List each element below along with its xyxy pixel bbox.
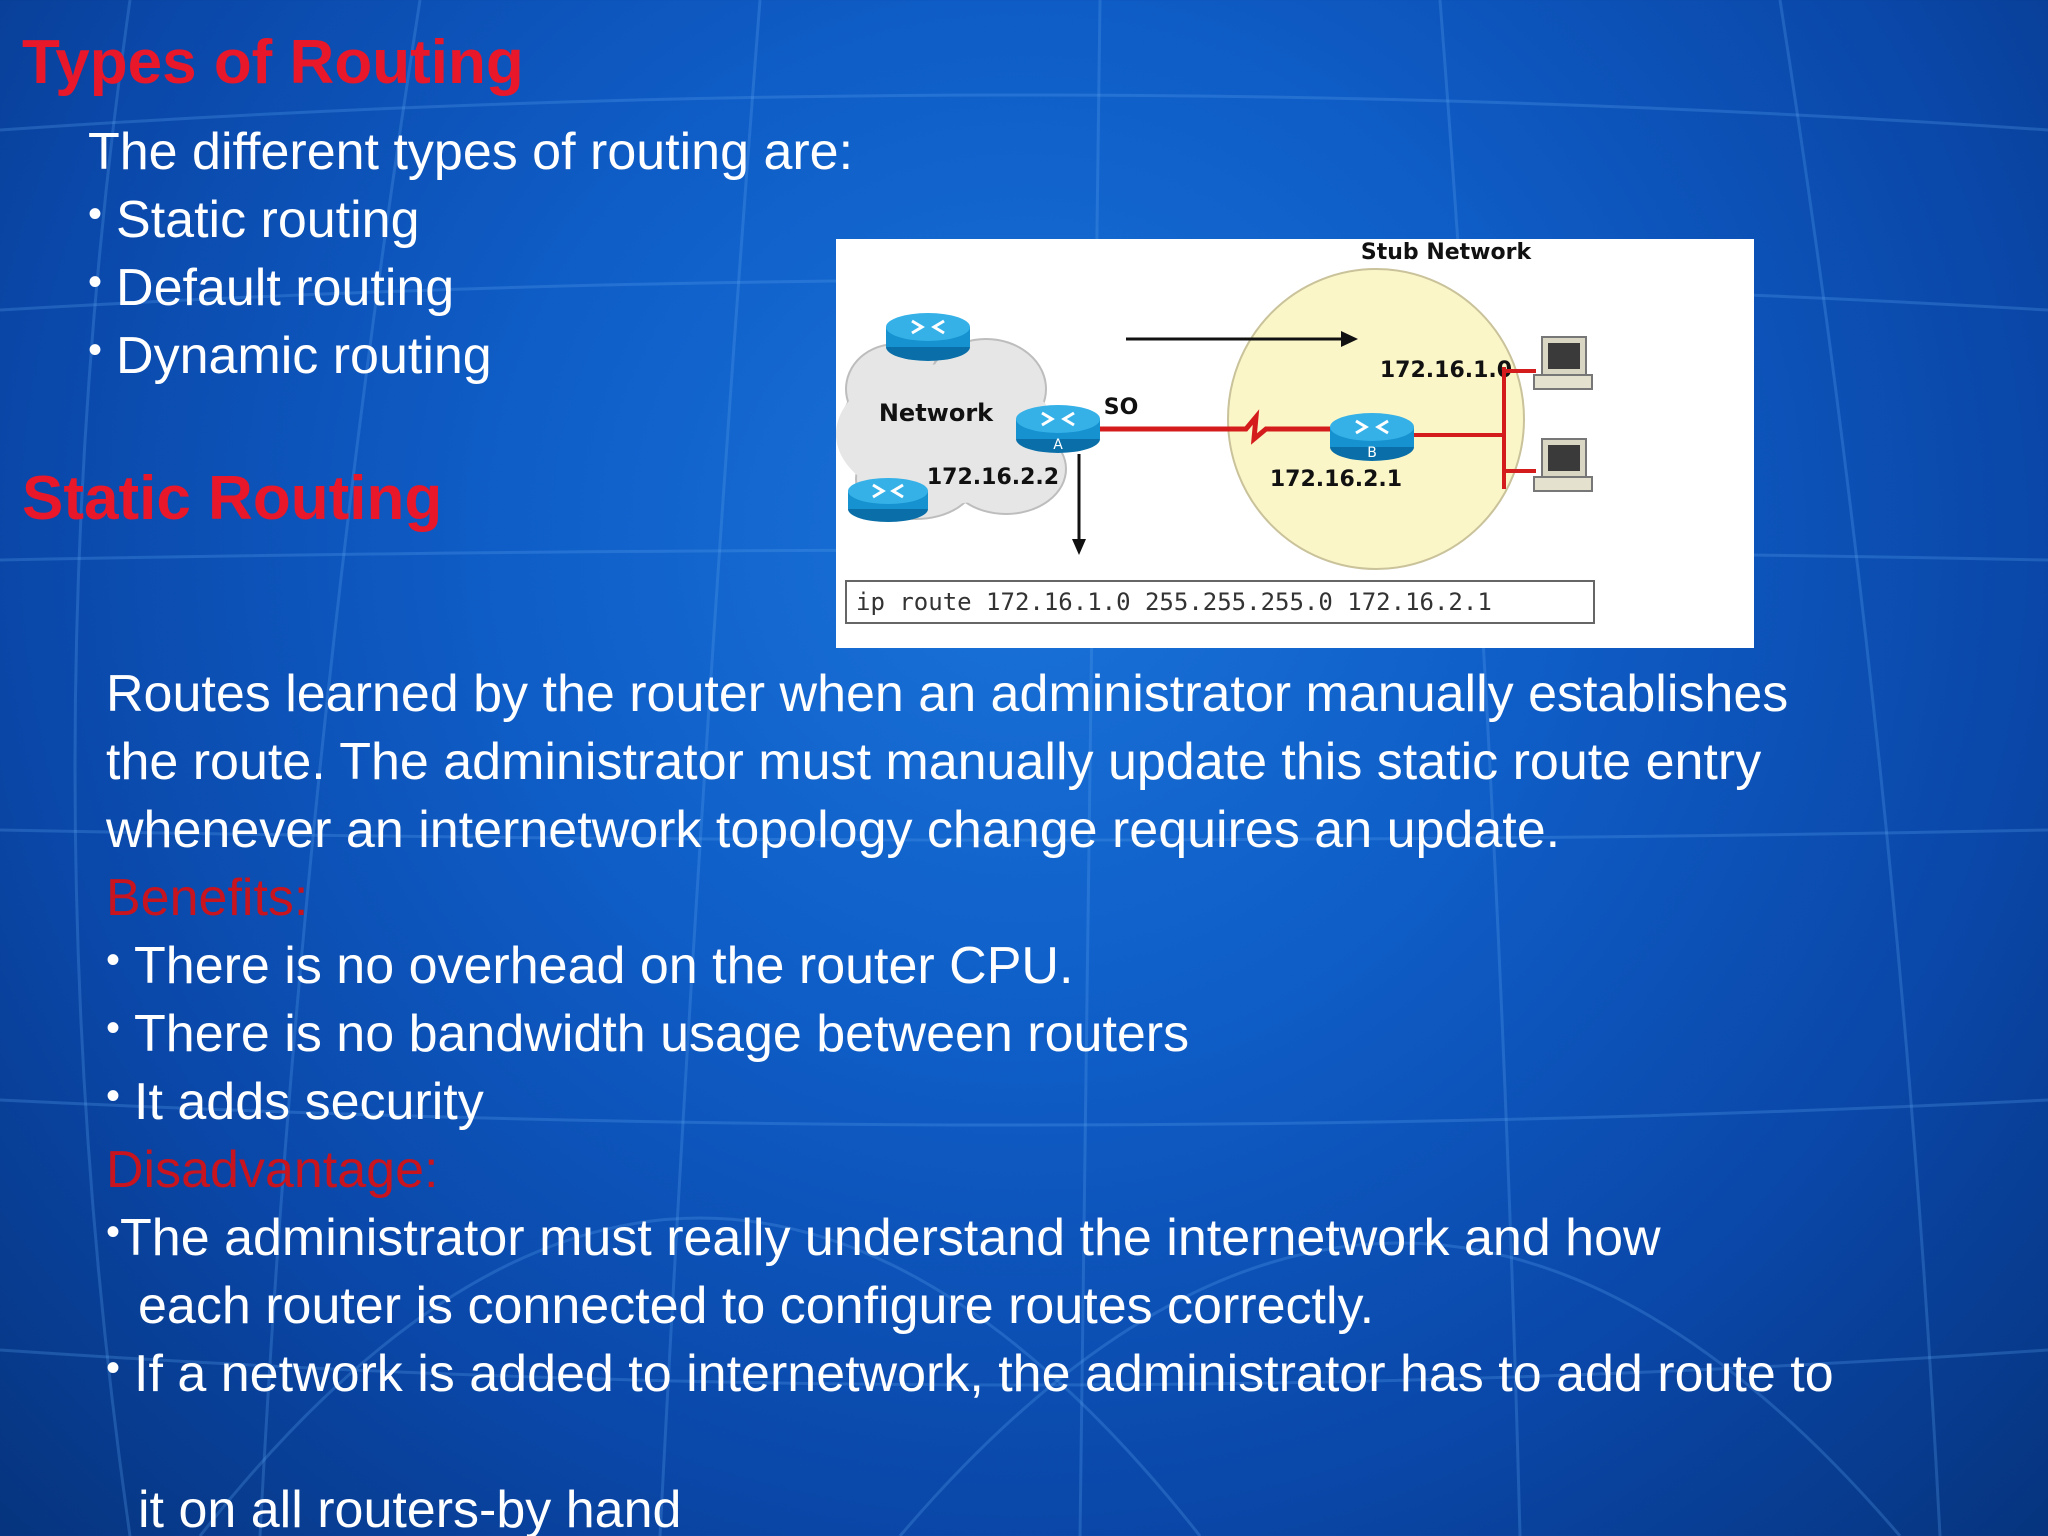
router-a-icon — [1016, 405, 1100, 453]
benefits-label: Benefits: — [106, 869, 309, 927]
bullet-icon: • — [106, 1006, 121, 1050]
stub-subnet-label: 172.16.1.0 — [1380, 358, 1512, 383]
benefit-item: • There is no bandwidth usage between rou… — [106, 1008, 1189, 1060]
disadvantage-item: • If a network is added to internetwork, … — [106, 1348, 1834, 1400]
router-b-label: B — [1367, 445, 1377, 461]
route-direction-arrow — [1126, 331, 1358, 347]
network-label: Network — [879, 399, 994, 427]
disadvantage-text: If a network is added to internetwork, t… — [134, 1345, 1834, 1403]
description-line: the route. The administrator must manual… — [106, 733, 1762, 791]
ip-route-command: ip route 172.16.1.0 255.255.255.0 172.16… — [856, 588, 1492, 616]
static-route-diagram: Stub Network Network — [836, 239, 1754, 648]
bullet-icon: • — [106, 938, 121, 982]
heading-static-routing: Static Routing — [22, 464, 443, 533]
computer-icon — [1533, 336, 1593, 390]
router-a-label: A — [1053, 437, 1063, 453]
command-arrow — [1072, 454, 1086, 555]
router-a-ip-label: 172.16.2.2 — [927, 465, 1059, 490]
routing-type-item: • Default routing — [88, 262, 454, 314]
intro-text: The different types of routing are: — [88, 123, 854, 181]
benefit-item: • There is no overhead on the router CPU. — [106, 940, 1073, 992]
routing-type-label: Static routing — [116, 191, 420, 249]
bullet-icon: • — [88, 192, 103, 236]
router-b-ip-label: 172.16.2.1 — [1270, 467, 1402, 492]
routing-type-label: Default routing — [116, 259, 455, 317]
benefit-text: There is no overhead on the router CPU. — [134, 937, 1074, 995]
serial-link — [1058, 409, 1334, 445]
interface-label: SO — [1104, 395, 1139, 420]
router-b-icon — [1330, 413, 1414, 461]
router-icon — [848, 478, 928, 522]
disadvantage-label: Disadvantage: — [106, 1141, 439, 1199]
routing-type-item: • Dynamic routing — [88, 330, 492, 382]
description-line: whenever an internetwork topology change… — [106, 801, 1561, 859]
routing-type-item: • Static routing — [88, 194, 420, 246]
benefit-text: There is no bandwidth usage between rout… — [134, 1005, 1190, 1063]
routing-type-label: Dynamic routing — [116, 327, 492, 385]
bullet-icon: • — [88, 260, 103, 304]
description-line: Routes learned by the router when an adm… — [106, 665, 1789, 723]
benefit-item: • It adds security — [106, 1076, 484, 1128]
disadvantage-text-continued: it on all routers-by hand — [138, 1481, 682, 1536]
router-icon — [886, 313, 970, 361]
disadvantage-text-continued: each router is connected to configure ro… — [138, 1277, 1375, 1335]
stub-network-label: Stub Network — [1361, 240, 1533, 265]
disadvantage-text: The administrator must really understand… — [120, 1209, 1661, 1267]
bullet-icon: • — [106, 1210, 121, 1254]
benefit-text: It adds security — [134, 1073, 484, 1131]
heading-types-of-routing: Types of Routing — [22, 28, 524, 97]
computer-icon — [1533, 438, 1593, 492]
bullet-icon: • — [106, 1074, 121, 1118]
disadvantage-item: •The administrator must really understan… — [106, 1212, 1661, 1264]
bullet-icon: • — [106, 1346, 121, 1390]
stub-lan — [1414, 367, 1536, 489]
bullet-icon: • — [88, 328, 103, 372]
